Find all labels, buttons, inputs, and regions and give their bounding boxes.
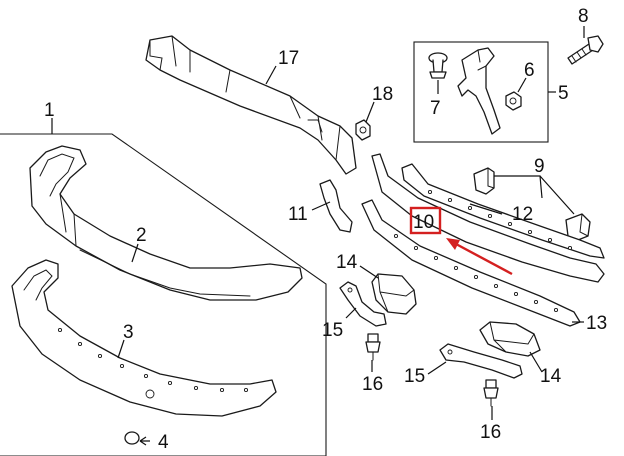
part-15-bracket-lower <box>439 343 523 379</box>
callout-14-lower: 14 <box>540 366 562 387</box>
callout-1: 1 <box>44 100 55 121</box>
cover-3-holes <box>57 327 249 393</box>
part-2-bumper-cover <box>29 145 303 301</box>
part-14-bracket-upper <box>371 273 417 315</box>
callout-labels: 1 2 3 4 5 6 7 8 9 10 11 12 13 14 15 16 1… <box>44 6 607 453</box>
strip-12-holes <box>427 189 573 251</box>
assembly-frame <box>0 133 327 456</box>
part-15-bracket-upper <box>339 281 387 327</box>
part-9-clips <box>473 167 591 241</box>
part-17-reinforcement-beam <box>145 35 357 175</box>
leader-lines <box>51 26 585 446</box>
part-4-cap <box>124 431 140 445</box>
callout-6: 6 <box>524 60 535 81</box>
callout-14-upper: 14 <box>336 252 358 273</box>
strip-10-holes <box>393 233 559 313</box>
callout-18: 18 <box>372 84 393 105</box>
callout-16-upper: 16 <box>362 374 383 395</box>
part-5-bracket <box>457 47 501 135</box>
callout-4: 4 <box>158 432 169 453</box>
part-18-nut <box>355 119 371 141</box>
callout-17: 17 <box>278 48 299 69</box>
callout-13: 13 <box>586 313 607 334</box>
part-3-lower-cover <box>11 259 277 417</box>
part-10-lower-strip <box>361 199 581 327</box>
callout-15-lower: 15 <box>404 366 425 387</box>
callout-2: 2 <box>136 225 147 246</box>
highlight-arrowhead <box>446 238 460 250</box>
part-16-clip-lower <box>483 379 499 407</box>
callout-11: 11 <box>288 204 308 225</box>
callout-7: 7 <box>430 98 441 119</box>
callout-16-lower: 16 <box>480 422 501 443</box>
highlight-arrow <box>455 242 513 276</box>
part-8-bolt <box>567 35 604 65</box>
callout-9: 9 <box>534 156 545 177</box>
callout-12: 12 <box>512 204 533 225</box>
part-6-nut <box>505 91 522 111</box>
highlight-box <box>409 206 442 235</box>
callout-5: 5 <box>558 83 569 104</box>
callout-3: 3 <box>123 322 134 343</box>
callout-10: 10 <box>413 212 434 233</box>
callout-8: 8 <box>578 6 589 27</box>
callout-15-upper: 15 <box>322 320 343 341</box>
part-7-clip <box>428 52 448 79</box>
part-16-clip-upper <box>365 333 381 361</box>
part-11-side-bracket <box>319 179 353 233</box>
part-14-bracket-lower <box>479 321 541 357</box>
highlight-part-10 <box>409 206 513 276</box>
